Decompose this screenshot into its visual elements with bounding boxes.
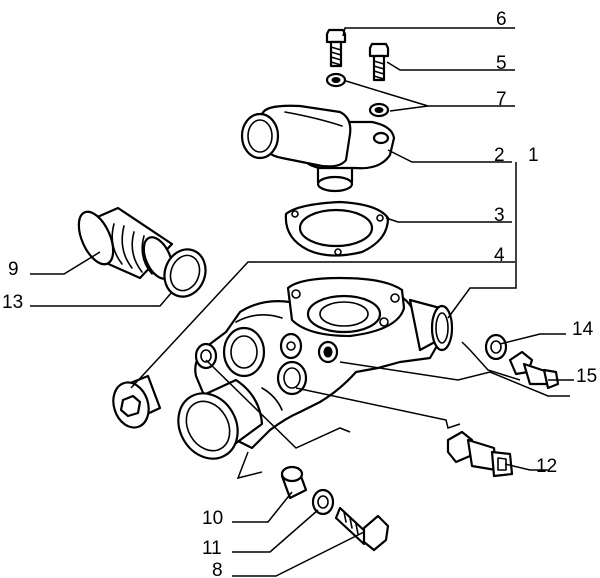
- callout-8: 8: [212, 560, 223, 578]
- callout-labels: 6 5 7 2 1 3 4 9 13 14 15 12 10 11 8: [2, 9, 597, 578]
- leader-5: [386, 61, 515, 71]
- callout-11: 11: [202, 538, 222, 559]
- part-11-washer: [311, 488, 335, 516]
- callout-14: 14: [572, 319, 594, 340]
- callout-1: 1: [528, 145, 539, 166]
- leader-14: [499, 333, 566, 345]
- part-13-o-ring: [163, 248, 207, 298]
- leader-11: [232, 509, 319, 553]
- callout-5: 5: [496, 53, 507, 74]
- leader-1-bracket: [447, 162, 517, 319]
- callout-6: 6: [496, 9, 507, 30]
- callout-13: 13: [2, 292, 23, 313]
- part-5-bolt: [368, 42, 390, 82]
- callout-3: 3: [494, 205, 505, 226]
- callout-10: 10: [202, 508, 223, 529]
- callout-7: 7: [496, 89, 507, 110]
- part-6-bolt: [325, 28, 347, 68]
- sensor-channel-upper: [339, 361, 570, 397]
- part-9-hose: [77, 206, 174, 280]
- leader-2: [387, 149, 512, 163]
- leader-8: [232, 531, 365, 577]
- callout-12: 12: [536, 456, 557, 477]
- leader-4: [130, 261, 515, 389]
- part-7-washers: [325, 72, 390, 118]
- housing-detail-bracket: [205, 359, 351, 480]
- leader-6: [342, 27, 515, 37]
- part-12-sensor: [446, 430, 514, 478]
- leader-10: [232, 491, 293, 523]
- callout-15: 15: [576, 366, 597, 387]
- callout-2: 2: [494, 145, 505, 166]
- leader-9: [30, 251, 101, 275]
- part-10-plug: [280, 465, 308, 500]
- part-8-bolt: [334, 506, 390, 552]
- sensor-channel-lower: [295, 387, 461, 429]
- leader-3: [385, 217, 512, 223]
- callout-4: 4: [494, 245, 505, 266]
- leader-7: [345, 80, 515, 112]
- callout-9: 9: [8, 259, 19, 280]
- part-2-thermostat-cover: [240, 104, 396, 193]
- leader-12: [504, 463, 548, 471]
- part-14-washer: [484, 333, 508, 361]
- leader-13: [30, 291, 173, 307]
- part-3-gasket: [284, 200, 390, 257]
- part-4-plug: [112, 374, 162, 429]
- part-15-sender: [508, 350, 560, 390]
- water-pump-housing: [177, 276, 454, 460]
- sensor-15-bracket: [461, 341, 521, 381]
- leader-lines: [30, 27, 574, 577]
